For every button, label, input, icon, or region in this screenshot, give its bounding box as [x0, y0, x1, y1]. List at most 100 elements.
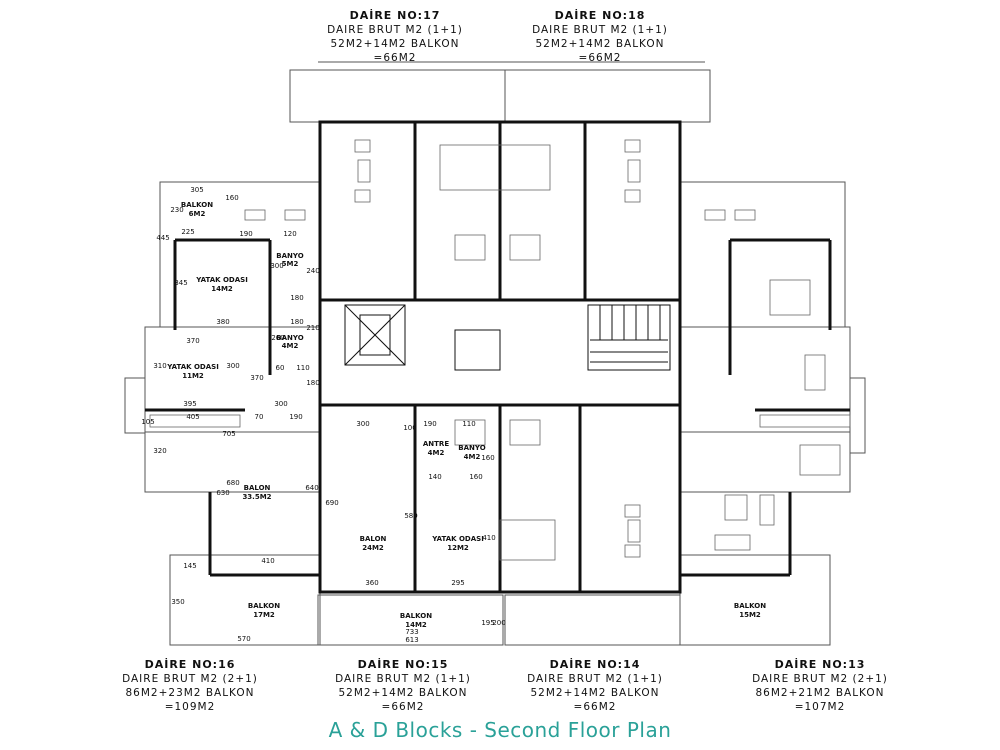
dim-690: 690 [325, 499, 338, 507]
apartment-17-title: DAİRE NO:17 [349, 9, 441, 22]
dim-300c: 300 [274, 400, 287, 408]
dim-160: 160 [225, 194, 238, 202]
apartment-15-type: DAIRE BRUT M2 (1+1) [335, 673, 471, 685]
dim-190a: 190 [239, 230, 252, 238]
balkon-17-area: 17M2 [253, 611, 275, 619]
dim-705: 705 [222, 430, 235, 438]
antre-area: 4M2 [428, 449, 445, 457]
yatak-12-area: 12M2 [447, 544, 469, 552]
balkon-14-area: 14M2 [405, 621, 427, 629]
apartment-16-area: 86M2+23M2 BALKON [125, 687, 255, 699]
dim-370a: 370 [186, 337, 199, 345]
dim-110b: 110 [462, 420, 475, 428]
dim-410b: 410 [482, 534, 495, 542]
balkon-15-label: BALKON [734, 602, 766, 610]
apartment-15-title: DAİRE NO:15 [357, 658, 449, 671]
dim-345: 345 [174, 279, 187, 287]
yatak-11-label: YATAK ODASI [166, 363, 219, 371]
banyo-4a-area: 4M2 [282, 342, 299, 350]
dim-405: 405 [186, 413, 199, 421]
top-right-balcony [504, 69, 711, 123]
dim-110: 110 [296, 364, 309, 372]
dim-640: 640 [305, 484, 318, 492]
apartment-13-type: DAIRE BRUT M2 (2+1) [752, 673, 888, 685]
dim-395: 395 [183, 400, 196, 408]
balkon-14-area [317, 594, 504, 646]
yatak-14-label: YATAK ODASI [195, 276, 248, 284]
apartment-14-type: DAIRE BRUT M2 (1+1) [527, 673, 663, 685]
apartment-14-area: 52M2+14M2 BALKON [530, 687, 660, 699]
dim-190c: 190 [423, 420, 436, 428]
apartment-18-title: DAİRE NO:18 [554, 9, 646, 22]
balkon-6-label: BALKON [181, 201, 213, 209]
dim-380: 380 [216, 318, 229, 326]
plan-caption: A & D Blocks - Second Floor Plan [328, 718, 672, 742]
apartment-18-type: DAIRE BRUT M2 (1+1) [532, 24, 668, 36]
balkon-15-area: 15M2 [739, 611, 761, 619]
dim-630: 630 [216, 489, 229, 497]
dim-733: 733 [405, 628, 418, 636]
apartment-16-title: DAİRE NO:16 [144, 658, 236, 671]
dim-180b: 180 [290, 318, 303, 326]
apartment-14-total: =66M2 [573, 701, 617, 713]
apartment-17-total: =66M2 [373, 52, 417, 64]
apartment-13-total: =107M2 [794, 701, 846, 713]
banyo-5-label: BANYO [276, 252, 303, 260]
apartment-13-title: DAİRE NO:13 [774, 658, 866, 671]
dim-570: 570 [237, 635, 250, 643]
yatak-12-label: YATAK ODASI [431, 535, 484, 543]
top-left-balcony [289, 69, 506, 123]
staircase [587, 304, 671, 371]
dim-120: 120 [283, 230, 296, 238]
apartment-18-total: =66M2 [578, 52, 622, 64]
balkon-17-area [169, 554, 321, 646]
apartment-13-area: 86M2+21M2 BALKON [755, 687, 885, 699]
dim-160b: 160 [481, 454, 494, 462]
dim-310: 310 [153, 362, 166, 370]
apartment-15-area: 52M2+14M2 BALKON [338, 687, 468, 699]
right-upper-block [679, 181, 846, 328]
banyo-5-area: 5M2 [282, 260, 299, 268]
dim-680: 680 [226, 479, 239, 487]
dim-230: 230 [170, 206, 183, 214]
yatak-14-area: 14M2 [211, 285, 233, 293]
dim-360: 360 [365, 579, 378, 587]
apartment-16-header: DAİRE NO:16 DAIRE BRUT M2 (2+1) 86M2+23M… [95, 658, 285, 714]
dim-180c: 180 [306, 379, 319, 387]
balon-24-label: BALON [360, 535, 387, 543]
dim-200: 200 [492, 619, 505, 627]
dim-100: 100 [403, 424, 416, 432]
antre-label: ANTRE [423, 440, 449, 448]
dim-225: 225 [181, 228, 194, 236]
dim-140: 140 [428, 473, 441, 481]
apartment-15-header: DAİRE NO:15 DAIRE BRUT M2 (1+1) 52M2+14M… [308, 658, 498, 714]
dim-300d: 300 [356, 420, 369, 428]
dim-370b: 370 [250, 374, 263, 382]
balkon-6-area: 6M2 [189, 210, 206, 218]
dim-60: 60 [276, 364, 285, 372]
dim-210: 210 [306, 324, 319, 332]
apartment-17-type: DAIRE BRUT M2 (1+1) [327, 24, 463, 36]
dim-105: 105 [141, 418, 154, 426]
apartment-14-header: DAİRE NO:14 DAIRE BRUT M2 (1+1) 52M2+14M… [500, 658, 690, 714]
dim-190b: 190 [289, 413, 302, 421]
apartment-18-area: 52M2+14M2 BALKON [535, 38, 665, 50]
apartment-16-total: =109M2 [164, 701, 216, 713]
dim-145: 145 [183, 562, 196, 570]
balon-335-area: 33.5M2 [242, 493, 271, 501]
dim-300b: 300 [226, 362, 239, 370]
balon-335-label: BALON [244, 484, 271, 492]
bed-right [769, 279, 811, 316]
banyo-4b-area: 4M2 [464, 453, 481, 461]
floor-plan: BALKON 6M2 YATAK ODASI 14M2 BANYO 5M2 BA… [124, 61, 866, 646]
balon-24-area: 24M2 [362, 544, 384, 552]
dim-295: 295 [451, 579, 464, 587]
dim-445: 445 [156, 234, 169, 242]
dim-320: 320 [153, 447, 166, 455]
dim-160c: 160 [469, 473, 482, 481]
dim-195: 195 [481, 619, 494, 627]
apartment-15-total: =66M2 [381, 701, 425, 713]
dim-613: 613 [405, 636, 418, 644]
apartment-16-type: DAIRE BRUT M2 (2+1) [122, 673, 258, 685]
yatak-11-area: 11M2 [182, 372, 204, 380]
